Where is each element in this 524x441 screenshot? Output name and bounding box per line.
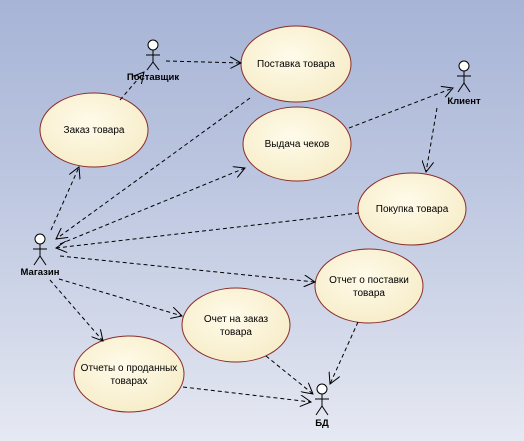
usecase-order-shape	[39, 92, 149, 168]
usecase-purchase-label: Покупка товара	[375, 204, 449, 215]
actor-db-figure	[315, 383, 329, 416]
line-supply-store	[56, 97, 251, 239]
usecase-order-invoice-shape	[181, 287, 291, 363]
usecase-supply-label: Поставка товара	[257, 59, 335, 70]
actor-client-figure	[457, 60, 471, 93]
line-sold-reports-db	[182, 386, 311, 402]
actor-supplier-head	[147, 39, 159, 51]
actor-db-head	[316, 383, 328, 395]
usecase-sold-reports-label: Отчеты о проданных товарах	[80, 363, 178, 387]
actor-client-label: Клиент	[447, 96, 481, 107]
actor-supplier-figure	[146, 39, 160, 71]
line-receipts-client	[348, 88, 453, 129]
actor-client-head	[458, 60, 470, 72]
line-client-purchase	[426, 107, 438, 172]
line-order-invoice-db	[265, 355, 313, 394]
usecase-order-label: Заказ товара	[63, 125, 125, 136]
actor-supplier-label: Поставщик	[126, 72, 180, 83]
line-store-sold-reports	[49, 279, 103, 341]
actor-store-head	[34, 233, 46, 245]
line-order-supplier	[119, 72, 144, 101]
line-supply-report-db	[330, 321, 359, 384]
line-supplier-supply	[165, 61, 241, 63]
actor-store-figure	[33, 233, 47, 266]
usecase-receipts-shape	[242, 106, 352, 182]
line-store-supply-report	[59, 255, 315, 282]
actor-db-label: БД	[315, 418, 329, 429]
usecase-order-invoice-label: Очет на заказ товара	[203, 314, 269, 338]
dependency-lines	[49, 61, 453, 402]
line-store-receipts	[59, 168, 245, 245]
line-store-order	[50, 167, 79, 231]
actor-store-label: Магазин	[20, 267, 60, 278]
line-purchase-store	[56, 212, 360, 248]
usecase-receipts-label: Выдача чеков	[264, 139, 330, 150]
usecase-sold-reports-shape	[73, 335, 185, 413]
use-case-shapes	[39, 25, 467, 413]
line-store-order-invoice	[58, 278, 182, 316]
usecase-purchase-shape	[357, 172, 467, 246]
usecase-supply-report-label: Отчет о поставки товара	[329, 275, 409, 299]
